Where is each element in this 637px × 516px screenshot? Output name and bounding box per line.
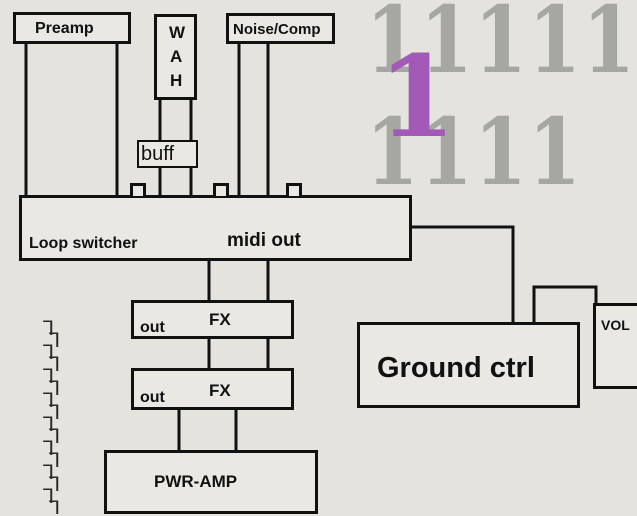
purple-handwritten-mark: 1 xyxy=(378,32,456,163)
margin-tick: ᒣ xyxy=(42,436,55,460)
margin-tick: ᒣ xyxy=(48,352,61,376)
switcher-jack-2 xyxy=(213,183,229,196)
buff-label: buff xyxy=(141,143,174,165)
fx2-label: FX xyxy=(209,381,231,400)
preamp-label: Preamp xyxy=(35,20,94,37)
margin-tick: ᒣ xyxy=(48,376,61,400)
loop-switcher-box: Loop switcher midi out xyxy=(19,195,412,261)
margin-tick: ᒣ xyxy=(42,340,55,364)
noise-comp-label: Noise/Comp xyxy=(233,21,321,38)
wah-letter-h: H xyxy=(170,71,183,90)
margin-tick: ᒣ xyxy=(48,496,61,514)
switcher-jack-1 xyxy=(130,183,146,196)
buff-box: buff xyxy=(137,140,198,168)
margin-tick: ᒣ xyxy=(42,388,55,412)
fx1-label: FX xyxy=(209,310,231,329)
wah-letter-w: W xyxy=(169,23,186,42)
loop-switcher-label: Loop switcher xyxy=(29,235,138,252)
switcher-jack-3 xyxy=(286,183,302,196)
margin-tick: ᒣ xyxy=(42,412,55,436)
ghost-numerals-top: 11111 xyxy=(366,0,637,94)
preamp-box: Preamp xyxy=(13,12,131,44)
fx2-out-label: out xyxy=(140,389,165,406)
vol-label: VOL xyxy=(601,317,630,333)
margin-tick: ᒣ xyxy=(48,472,61,496)
pwr-amp-box: PWR-AMP xyxy=(104,450,318,514)
wah-letter-a: A xyxy=(170,47,183,66)
midi-out-label: midi out xyxy=(227,230,301,251)
fx2-box: out FX xyxy=(131,368,294,410)
margin-tick: ᒣ xyxy=(48,328,61,352)
fx1-box: out FX xyxy=(131,300,294,339)
ghost-numerals-bottom: 1111 xyxy=(366,98,583,206)
ground-ctrl-label: Ground ctrl xyxy=(377,352,535,384)
wah-box: W A H xyxy=(154,14,197,100)
vol-box: VOL xyxy=(593,303,637,389)
pwr-amp-label: PWR-AMP xyxy=(154,472,238,491)
ground-ctrl-box: Ground ctrl xyxy=(357,322,580,408)
margin-tick: ᒣ xyxy=(42,484,55,508)
noise-comp-box: Noise/Comp xyxy=(226,13,335,44)
margin-tick: ᒣ xyxy=(42,364,55,388)
margin-tick: ᒣ xyxy=(48,424,61,448)
margin-tick: ᒣ xyxy=(42,318,55,340)
margin-tick: ᒣ xyxy=(48,448,61,472)
fx1-out-label: out xyxy=(140,319,165,336)
margin-tick: ᒣ xyxy=(42,460,55,484)
margin-tick: ᒣ xyxy=(48,400,61,424)
